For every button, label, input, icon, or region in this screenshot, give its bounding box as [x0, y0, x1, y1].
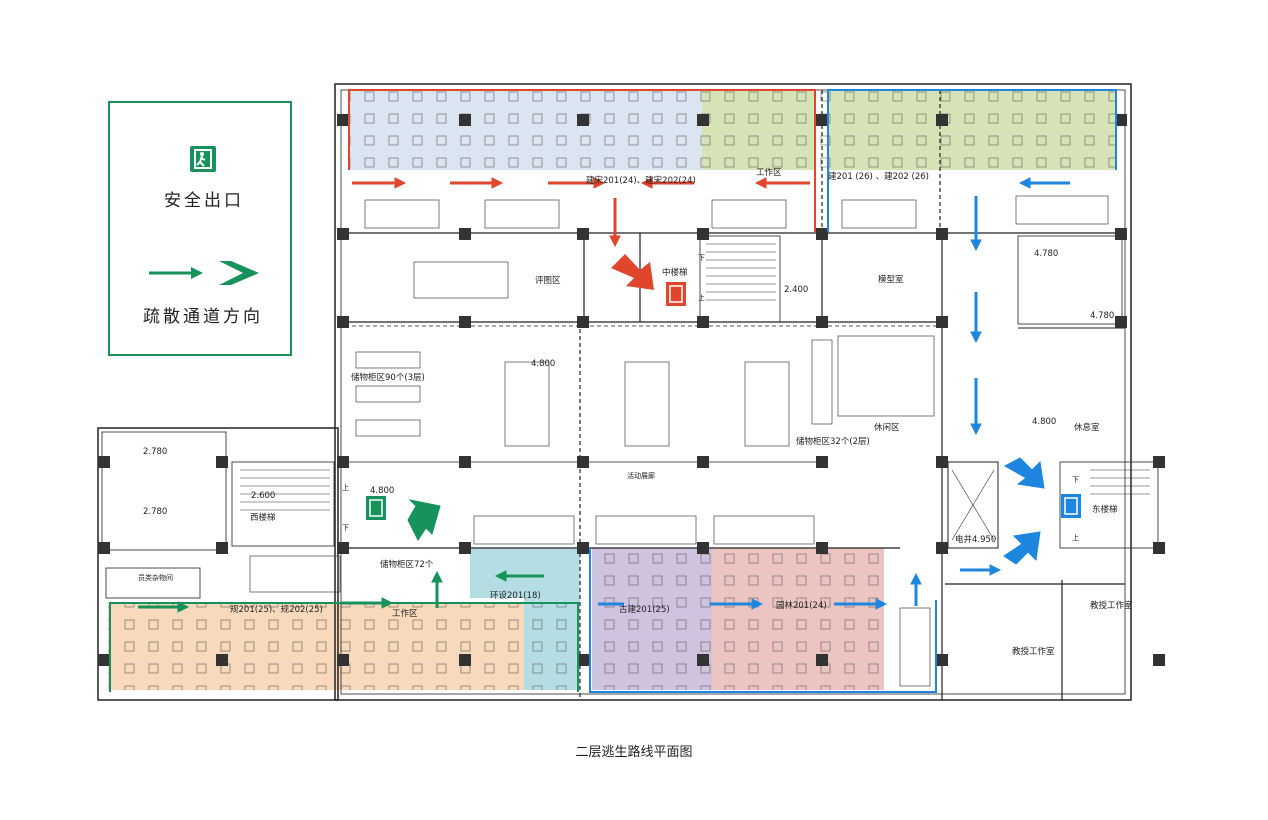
label-review: 评图区 — [535, 276, 561, 286]
label-gu: 古建201(25) — [619, 604, 670, 615]
label-4800-a: 4.800 — [531, 359, 555, 369]
plan-caption: 二层逃生路线平面图 — [575, 745, 693, 760]
zone-huan-top — [470, 548, 580, 598]
label-yuan: 园林201(24) — [776, 600, 827, 611]
label-4800-b: 4.800 — [1032, 417, 1056, 427]
label-prof-1: 教授工作室 — [1090, 600, 1133, 611]
label-mid-stair: 中楼梯 — [662, 267, 688, 278]
label-lounge: 休息室 — [1074, 422, 1100, 433]
label-jian-b: 建201 (26) 、建202 (26) — [828, 171, 929, 182]
legend-exit-label: 安全出口 — [164, 191, 244, 211]
label-stair-down: 下 — [342, 524, 349, 532]
green-arrows — [138, 499, 544, 613]
exit-sign-icon — [1061, 494, 1081, 518]
legend-box — [108, 101, 292, 356]
label-stair-up: 上 — [1072, 533, 1079, 542]
label-4780-b: 4.780 — [1090, 311, 1114, 321]
label-storage-72: 储物柜区72个 — [380, 559, 434, 570]
label-rest-area: 休闲区 — [874, 422, 900, 433]
label-4950: 4.950 — [972, 535, 996, 545]
label-work-b: 工作区 — [392, 608, 418, 619]
arrow-right-icon — [147, 258, 267, 292]
exit-sign-icon — [666, 282, 686, 306]
stair-lines — [240, 243, 1150, 541]
label-4780-a: 4.780 — [1034, 249, 1058, 259]
room-labels: 建宋201(24)、建宋202(24) 工作区 建201 (26) 、建202 … — [138, 167, 1133, 657]
label-2600: 2.600 — [251, 491, 275, 501]
label-stair-up: 上 — [698, 293, 705, 302]
label-jian-a: 建宋201(24)、建宋202(24) — [586, 175, 696, 186]
label-gui: 规201(25)、规202(25) — [230, 604, 323, 615]
columns — [98, 114, 1165, 666]
furniture — [249, 195, 1109, 687]
exit-sign-icon — [366, 496, 386, 520]
label-activity: 活动展廊 — [627, 471, 655, 480]
red-arrows — [352, 177, 810, 290]
label-2400: 2.400 — [784, 285, 808, 295]
label-storage-32: 储物柜区32个(2层) — [796, 436, 870, 447]
exit-sign-icon — [190, 146, 216, 172]
legend-route-label: 疏散通道方向 — [143, 307, 263, 327]
exit-signs — [366, 282, 1081, 520]
label-storage-90: 储物柜区90个(3层) — [351, 372, 425, 383]
label-cleaning: 员类杂物间 — [138, 573, 173, 582]
label-2780-b: 2.780 — [143, 507, 167, 517]
blue-arrows — [598, 177, 1070, 610]
colored-zones — [108, 90, 1116, 690]
label-stair-down: 下 — [1072, 476, 1079, 484]
label-huan: 环设201(18) — [490, 590, 541, 601]
label-2780-a: 2.780 — [143, 447, 167, 457]
label-west-stair: 西楼梯 — [250, 512, 276, 523]
label-model: 模型室 — [878, 274, 904, 285]
label-prof-2: 教授工作室 — [1012, 646, 1055, 657]
label-stair-down: 下 — [698, 254, 705, 262]
label-east-stair: 东楼梯 — [1092, 504, 1118, 515]
label-work-a: 工作区 — [756, 167, 782, 178]
evacuation-zone-outlines — [109, 89, 1117, 693]
label-4800-c: 4.800 — [370, 486, 394, 496]
label-stair-up: 上 — [342, 483, 349, 492]
label-elevator: 电井 — [955, 534, 972, 545]
